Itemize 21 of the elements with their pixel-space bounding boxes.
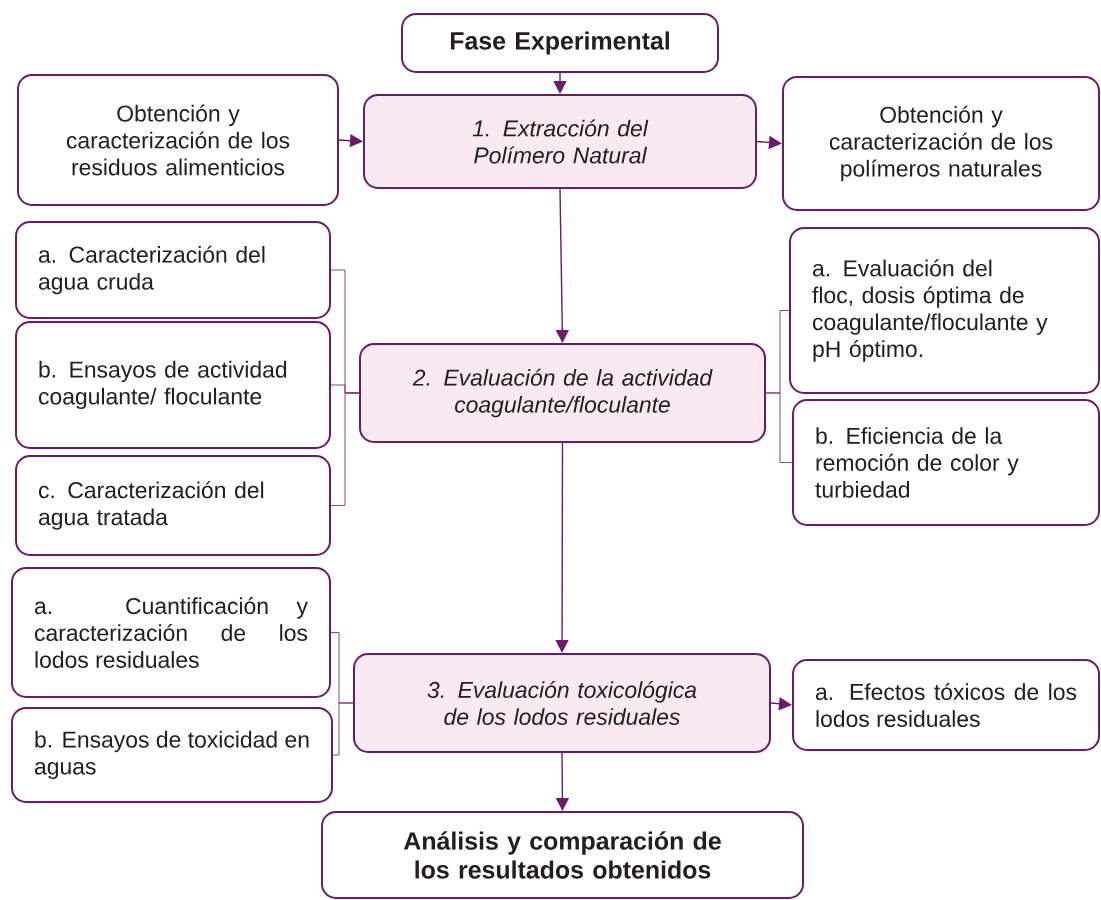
process-box: 1. Extracción del Polímero Natural bbox=[363, 94, 757, 189]
info-box: c. Caracterización del agua tratada bbox=[15, 455, 331, 556]
arrow bbox=[553, 72, 567, 94]
bracket-connector bbox=[330, 392, 360, 506]
info-box: b. Ensayos de toxicidad en aguas bbox=[11, 707, 333, 803]
process-box: 3. Evaluación toxicológica de los lodos residuales bbox=[353, 653, 771, 753]
bracket-connector bbox=[765, 392, 793, 463]
info-box: a. Efectos tóxicos de los lodos residuales bbox=[792, 659, 1100, 751]
info-box: a. Caracterización del agua cruda bbox=[15, 221, 331, 319]
info-box: b. Eficiencia de la remoción de color y turbiedad bbox=[792, 399, 1100, 526]
result-box: Análisis y comparación de los resultados obtenidos bbox=[321, 811, 804, 899]
heading-box: Fase Experimental bbox=[401, 13, 719, 73]
info-box: a. Cuantificación y caracterización de los lodos residuales bbox=[11, 567, 331, 698]
arrow bbox=[770, 697, 792, 711]
process-box: 2. Evaluación de la actividad coagulante/floculante bbox=[359, 343, 766, 443]
info-box: Obtención y caracterización de los polímeros naturales bbox=[782, 76, 1100, 211]
info-box: b. Ensayos de actividad coagulante/ floculante bbox=[15, 321, 331, 449]
info-box: Obtención y caracterización de los residuos alimenticios bbox=[17, 74, 339, 206]
bracket-connector bbox=[332, 702, 354, 756]
arrow bbox=[555, 442, 569, 653]
info-box: a. Evaluación del floc, dosis óptima de coagulante/floculante y pH óptimo. bbox=[789, 227, 1100, 394]
